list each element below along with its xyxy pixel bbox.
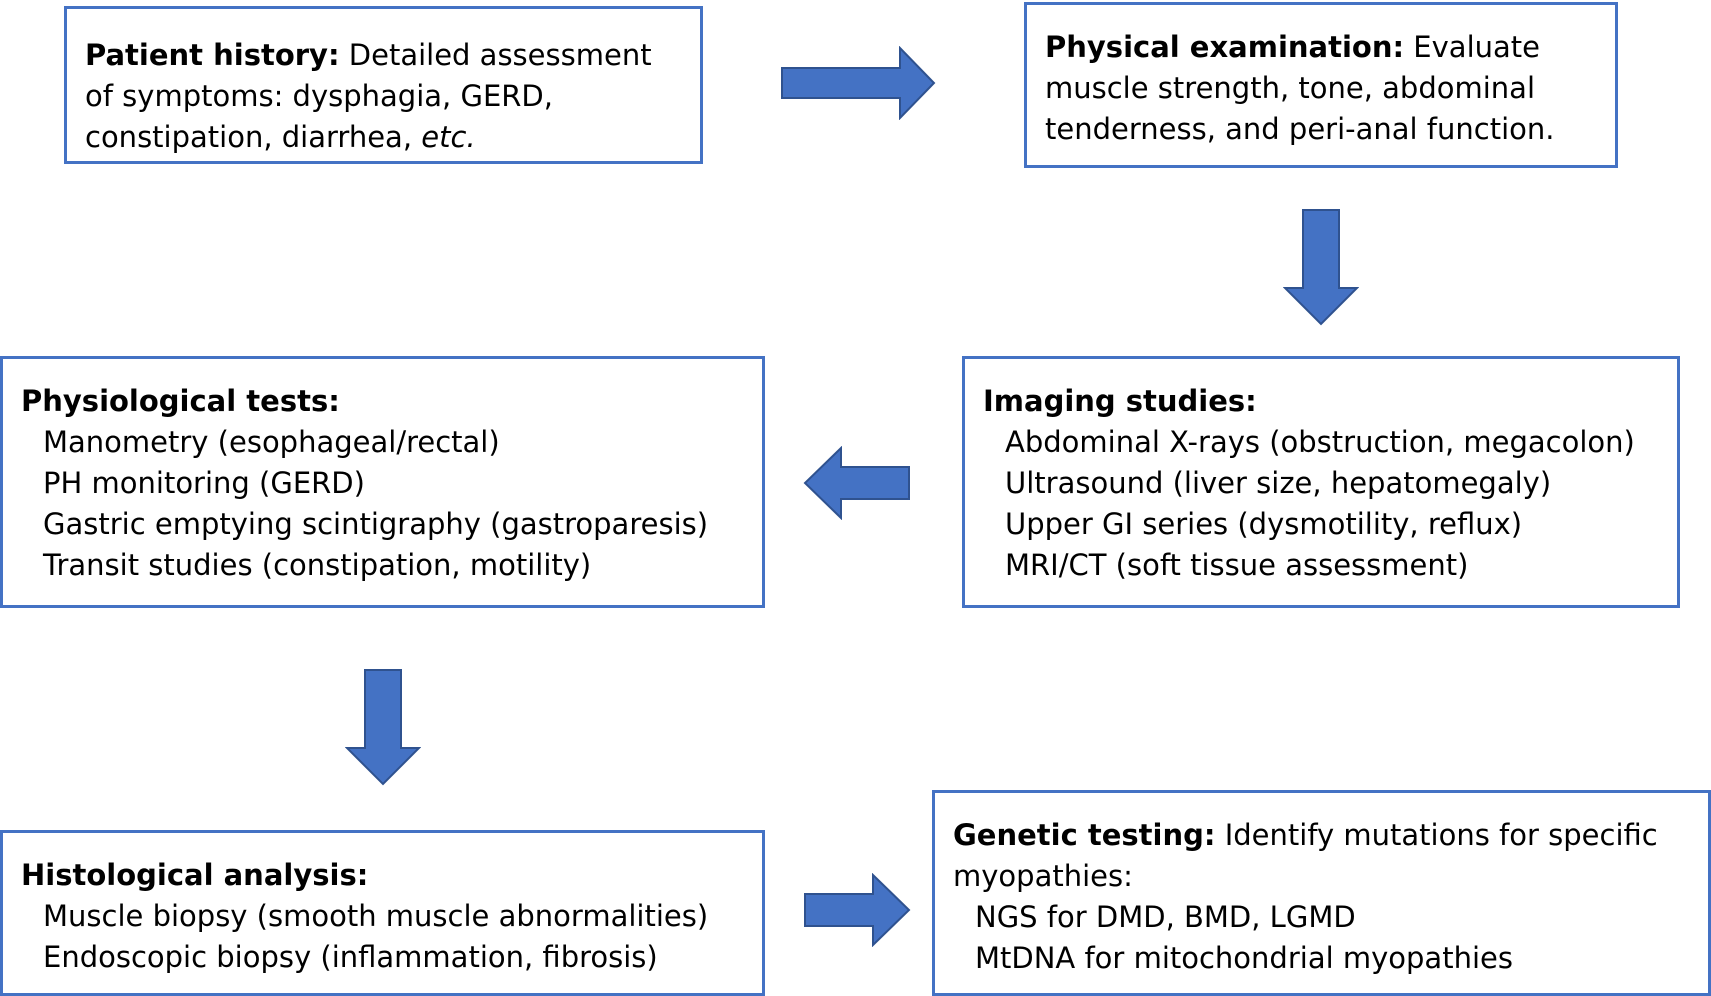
genetic-testing-item: MtDNA for mitochondrial myopathies	[975, 941, 1513, 975]
arrow-left-icon	[803, 446, 911, 520]
arrow-right-icon	[803, 873, 911, 947]
physiological-tests-item: PH monitoring (GERD)	[43, 466, 365, 500]
arrow-down-icon	[1283, 208, 1359, 326]
histological-analysis-title: Histological analysis:	[21, 858, 369, 892]
genetic-testing-title: Genetic testing:	[953, 818, 1216, 852]
histological-analysis-box: Histological analysis: Muscle biopsy (sm…	[0, 830, 765, 996]
physiological-tests-item: Gastric emptying scintigraphy (gastropar…	[43, 507, 709, 541]
physiological-tests-item: Manometry (esophageal/rectal)	[43, 425, 500, 459]
imaging-studies-item: MRI/CT (soft tissue assessment)	[1005, 548, 1469, 582]
arrow-down-icon	[345, 668, 421, 786]
genetic-testing-line-1: Genetic testing: Identify mutations for …	[953, 818, 1658, 852]
physiological-tests-item: Transit studies (constipation, motility)	[43, 548, 592, 582]
imaging-studies-title: Imaging studies:	[983, 384, 1257, 418]
etc-text: etc.	[421, 120, 476, 154]
patient-history-line-2: of symptoms: dysphagia, GERD,	[85, 79, 553, 113]
imaging-studies-box: Imaging studies: Abdominal X-rays (obstr…	[962, 356, 1680, 608]
genetic-testing-item: NGS for DMD, BMD, LGMD	[975, 900, 1356, 934]
imaging-studies-item: Ultrasound (liver size, hepatomegaly)	[1005, 466, 1552, 500]
physical-examination-line-3: tenderness, and peri-anal function.	[1045, 112, 1555, 146]
imaging-studies-item: Upper GI series (dysmotility, reflux)	[1005, 507, 1523, 541]
genetic-testing-box: Genetic testing: Identify mutations for …	[932, 790, 1711, 996]
histological-analysis-item: Endoscopic biopsy (inflammation, fibrosi…	[43, 940, 658, 974]
arrow-right-icon	[780, 46, 936, 120]
physiological-tests-box: Physiological tests: Manometry (esophage…	[0, 356, 765, 608]
patient-history-box: Patient history: Detailed assessment of …	[64, 6, 703, 164]
histological-analysis-item: Muscle biopsy (smooth muscle abnormaliti…	[43, 899, 709, 933]
patient-history-title: Patient history:	[85, 38, 340, 72]
physical-examination-line-1: Physical examination: Evaluate	[1045, 30, 1540, 64]
physiological-tests-title: Physiological tests:	[21, 384, 340, 418]
physical-examination-title: Physical examination:	[1045, 30, 1405, 64]
physical-examination-line-2: muscle strength, tone, abdominal	[1045, 71, 1535, 105]
genetic-testing-line-2: myopathies:	[953, 859, 1133, 893]
imaging-studies-item: Abdominal X-rays (obstruction, megacolon…	[1005, 425, 1635, 459]
physical-examination-box: Physical examination: Evaluate muscle st…	[1024, 2, 1618, 168]
patient-history-line-3: constipation, diarrhea, etc.	[85, 120, 476, 154]
patient-history-line-1: Patient history: Detailed assessment	[85, 38, 652, 72]
